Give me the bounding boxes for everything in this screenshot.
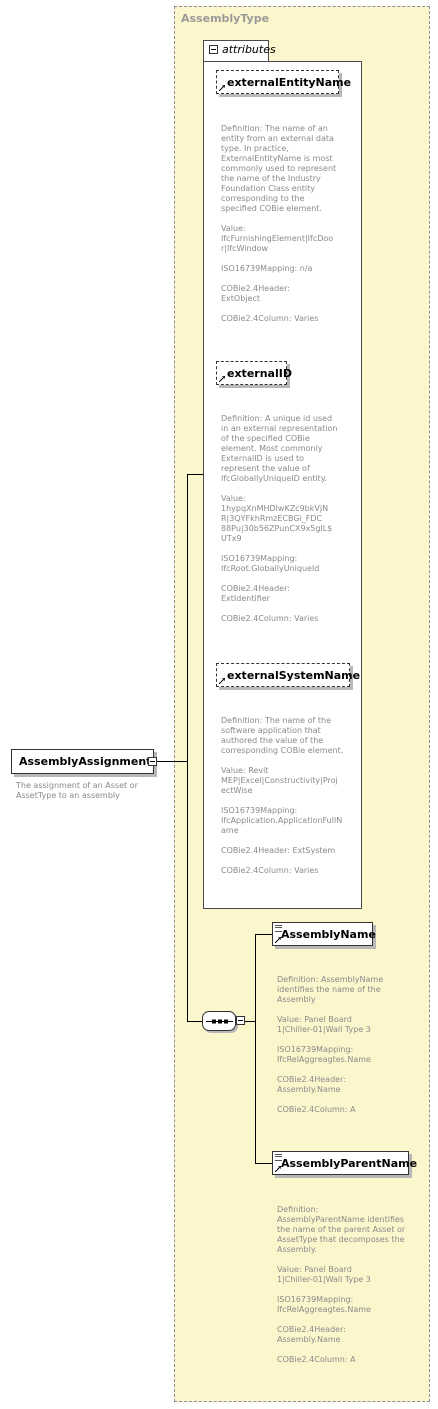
attributes-label: attributes (222, 43, 276, 56)
connector-line (187, 474, 188, 1022)
attribute-label: externalSystemName (227, 669, 361, 682)
connector-line (187, 474, 203, 475)
attribute-external-entity-name[interactable]: externalEntityName (216, 70, 351, 94)
connector-line (255, 1163, 272, 1164)
attributes-tab (203, 40, 269, 62)
root-documentation: The assignment of an Asset or AssetType … (16, 781, 138, 800)
connector-line (255, 934, 256, 1163)
simple-content-icon (275, 925, 282, 932)
reference-arrow-icon (219, 376, 225, 382)
reference-arrow-icon (275, 937, 281, 943)
root-element-label: AssemblyAssignment (19, 755, 152, 768)
attribute-documentation: Definition: The name of the software app… (221, 716, 344, 875)
element-documentation: Definition: AssemblyParentName identifie… (277, 1205, 406, 1364)
sequence-compositor[interactable] (202, 1011, 236, 1031)
attribute-external-id[interactable]: externalID (216, 361, 292, 385)
connector-line (187, 1021, 202, 1022)
element-documentation: Definition: AssemblyName identifies the … (277, 975, 384, 1114)
sequence-collapse-icon[interactable] (236, 1016, 245, 1025)
reference-arrow-icon (219, 85, 225, 91)
attribute-label: externalID (227, 367, 292, 380)
element-assembly-parent-name[interactable]: AssemblyParentName (272, 1151, 417, 1175)
reference-arrow-icon (275, 1166, 281, 1172)
connector-line (245, 1021, 255, 1022)
root-element-assembly-assignment[interactable]: AssemblyAssignment (11, 749, 154, 774)
simple-content-icon (275, 1154, 282, 1161)
reference-arrow-icon (219, 678, 225, 684)
connector-line (157, 761, 187, 762)
connector-line (255, 934, 272, 935)
attributes-collapse-icon[interactable] (209, 45, 218, 54)
attributes-group-box (203, 61, 362, 909)
sequence-icon (206, 1019, 233, 1024)
attribute-documentation: Definition: The name of an entity from a… (221, 124, 337, 323)
root-collapse-icon[interactable] (148, 757, 157, 766)
attribute-external-system-name[interactable]: externalSystemName (216, 663, 360, 687)
assembly-type-title: AssemblyType (181, 12, 270, 25)
element-label: AssemblyName (281, 928, 376, 941)
attribute-documentation: Definition: A unique id used in an exter… (221, 414, 338, 623)
attribute-label: externalEntityName (227, 76, 352, 89)
element-label: AssemblyParentName (281, 1157, 418, 1170)
element-assembly-name[interactable]: AssemblyName (272, 922, 376, 946)
